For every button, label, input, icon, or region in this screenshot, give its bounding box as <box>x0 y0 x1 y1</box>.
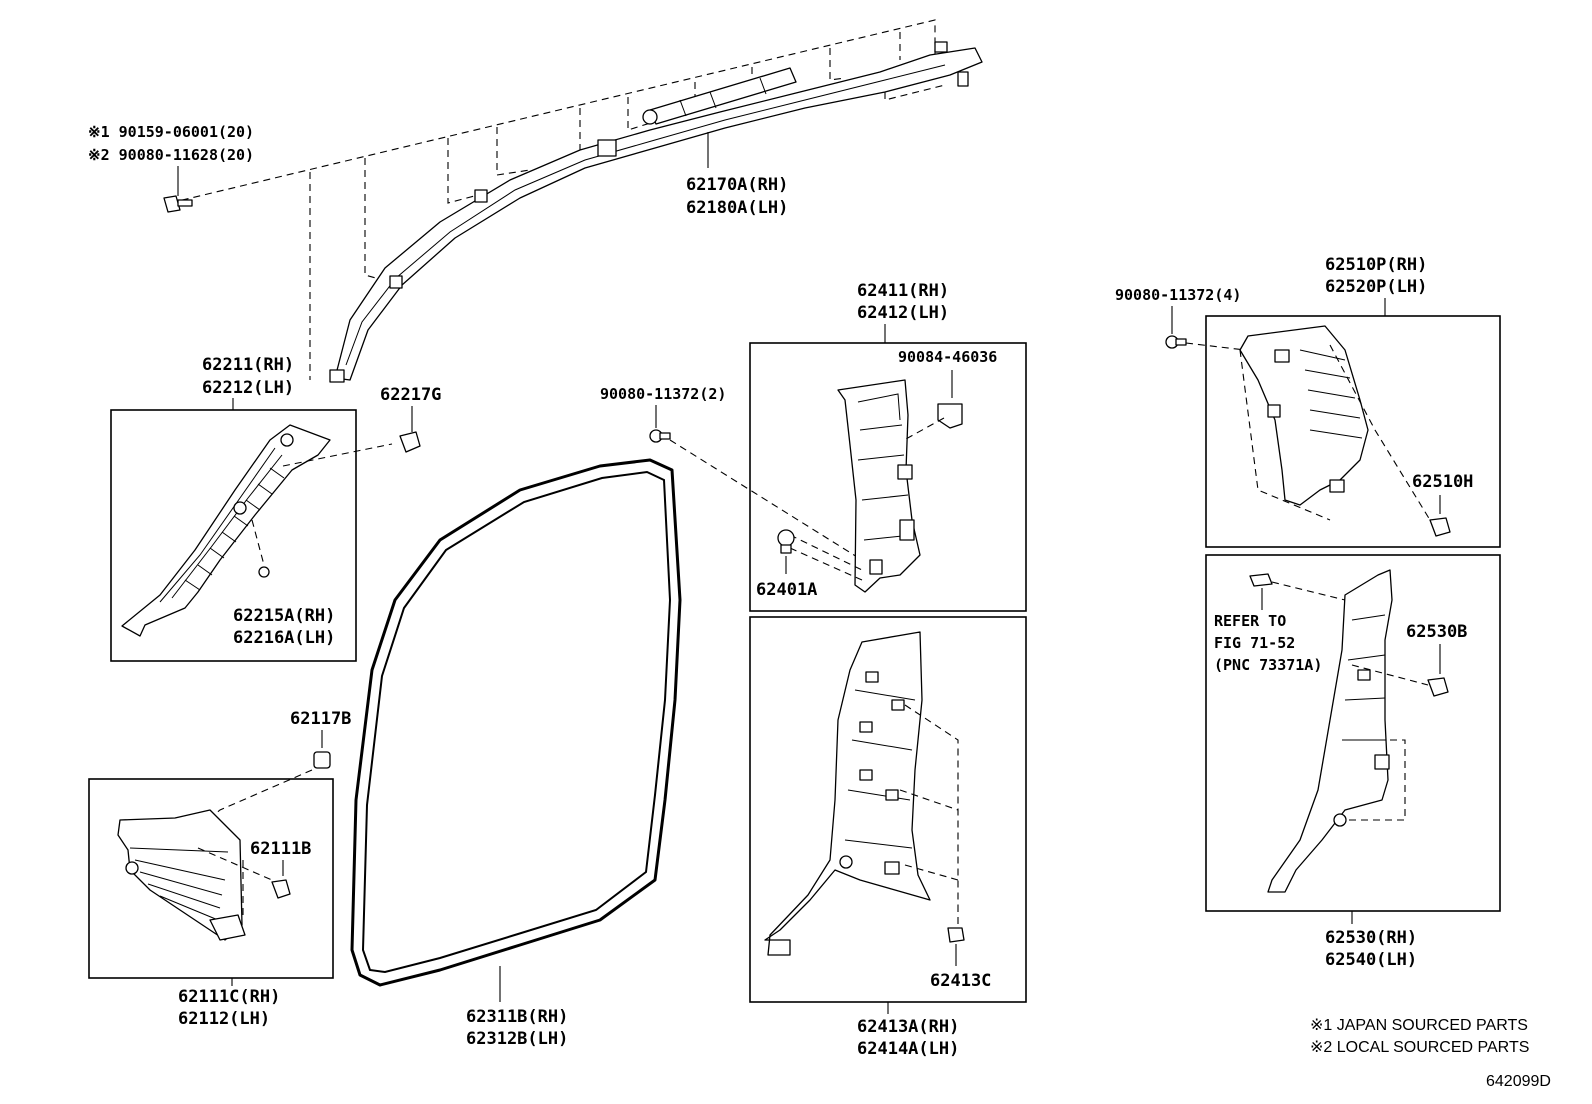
label-clip-62530b: 62530B <box>1406 622 1467 642</box>
label-b-lower-rh: 62413A(RH) <box>857 1017 959 1037</box>
screw-icon <box>1165 335 1187 349</box>
clip-icon <box>313 751 331 769</box>
label-clip-62111b: 62111B <box>250 839 311 859</box>
label-refer-line2: FIG 71-52 <box>1214 634 1295 652</box>
label-clip-62215a: 62215A(RH) <box>233 606 335 626</box>
label-cowl-lh: 62112(LH) <box>178 1009 270 1029</box>
label-bolt-japan: ※1 90159-06001(20) <box>88 123 254 141</box>
label-airbag-rh: 62170A(RH) <box>686 175 788 195</box>
note-local-sourced: ※2 LOCAL SOURCED PARTS <box>1310 1039 1529 1056</box>
label-a-pillar-rh: 62211(RH) <box>202 355 294 375</box>
label-c-lower-rh: 62530(RH) <box>1325 928 1417 948</box>
label-c-lower-lh: 62540(LH) <box>1325 950 1417 970</box>
clip-icon <box>271 879 291 899</box>
screw-b-pillar: 90080-11372(2) <box>600 385 871 566</box>
bolt-icon <box>163 195 193 213</box>
label-b-upper-lh: 62412(LH) <box>857 303 949 323</box>
label-refer-line3: (PNC 73371A) <box>1214 656 1322 674</box>
bolt-airbag: ※1 90159-06001(20) ※2 90080-11628(20) <box>88 123 254 213</box>
label-clip-62217g: 62217G <box>380 385 441 405</box>
note-japan-sourced: ※1 JAPAN SOURCED PARTS <box>1310 1017 1528 1034</box>
label-cowl-rh: 62111C(RH) <box>178 987 280 1007</box>
footnotes: ※1 JAPAN SOURCED PARTS ※2 LOCAL SOURCED … <box>1310 1017 1551 1090</box>
label-clip-62216a: 62216A(LH) <box>233 628 335 648</box>
clip-62217g: 62217G <box>380 385 441 453</box>
c-pillar-upper-box <box>1205 315 1501 548</box>
label-b-lower-lh: 62414A(LH) <box>857 1039 959 1059</box>
clip-icon <box>937 403 963 429</box>
clip-icon <box>1249 573 1273 587</box>
clip-icon <box>777 529 795 554</box>
label-a-pillar-lh: 62212(LH) <box>202 378 294 398</box>
clip-icon <box>258 566 270 578</box>
label-weatherstrip-rh: 62311B(RH) <box>466 1007 568 1027</box>
clip-icon <box>947 927 965 943</box>
c-pillar-lower-box <box>1205 554 1501 912</box>
label-weatherstrip-lh: 62312B(LH) <box>466 1029 568 1049</box>
label-screw-b-pillar: 90080-11372(2) <box>600 385 726 403</box>
label-c-upper-lh: 62520P(LH) <box>1325 277 1427 297</box>
clip-icon <box>1427 677 1449 697</box>
label-b-upper-rh: 62411(RH) <box>857 281 949 301</box>
label-airbag-lh: 62180A(LH) <box>686 198 788 218</box>
screw-icon <box>649 429 671 443</box>
c-pillar-lower-group: REFER TO FIG 71-52 (PNC 73371A) 62530B 6… <box>1205 554 1501 970</box>
label-bolt-local: ※2 90080-11628(20) <box>88 146 254 164</box>
curtain-airbag-assembly: 62170A(RH) 62180A(LH) <box>169 19 983 383</box>
label-clip-62413c: 62413C <box>930 971 991 991</box>
label-c-upper-rh: 62510P(RH) <box>1325 255 1427 275</box>
label-clip-62401a: 62401A <box>756 580 817 600</box>
a-pillar-group: 62211(RH) 62212(LH) 62215A(RH) 62216A(LH… <box>110 355 393 662</box>
b-pillar-upper-group: 62411(RH) 62412(LH) 90084-46036 62401A <box>749 281 1027 612</box>
label-clip-90084: 90084-46036 <box>898 348 997 366</box>
a-pillar-box <box>110 409 357 662</box>
clip-icon <box>399 431 421 453</box>
cowl-side-box <box>88 778 334 979</box>
door-weatherstrip: 62311B(RH) 62312B(LH) <box>350 458 682 1049</box>
label-clip-62510h: 62510H <box>1412 472 1473 492</box>
b-pillar-lower-group: 62413C 62413A(RH) 62414A(LH) <box>749 616 1027 1059</box>
label-screw-c-pillar: 90080-11372(4) <box>1115 286 1241 304</box>
cowl-side-group: 62117B 62111B 62111C(RH) 62112(LH) <box>88 709 351 1029</box>
b-pillar-upper-box <box>749 342 1027 612</box>
c-pillar-upper-group: 90080-11372(4) 62510P(RH) 62520P(LH) 625… <box>1115 255 1501 548</box>
clip-icon <box>1429 517 1451 537</box>
label-refer-line1: REFER TO <box>1214 612 1286 630</box>
label-clip-62117b: 62117B <box>290 709 351 729</box>
figure-id: 642099D <box>1486 1073 1551 1090</box>
